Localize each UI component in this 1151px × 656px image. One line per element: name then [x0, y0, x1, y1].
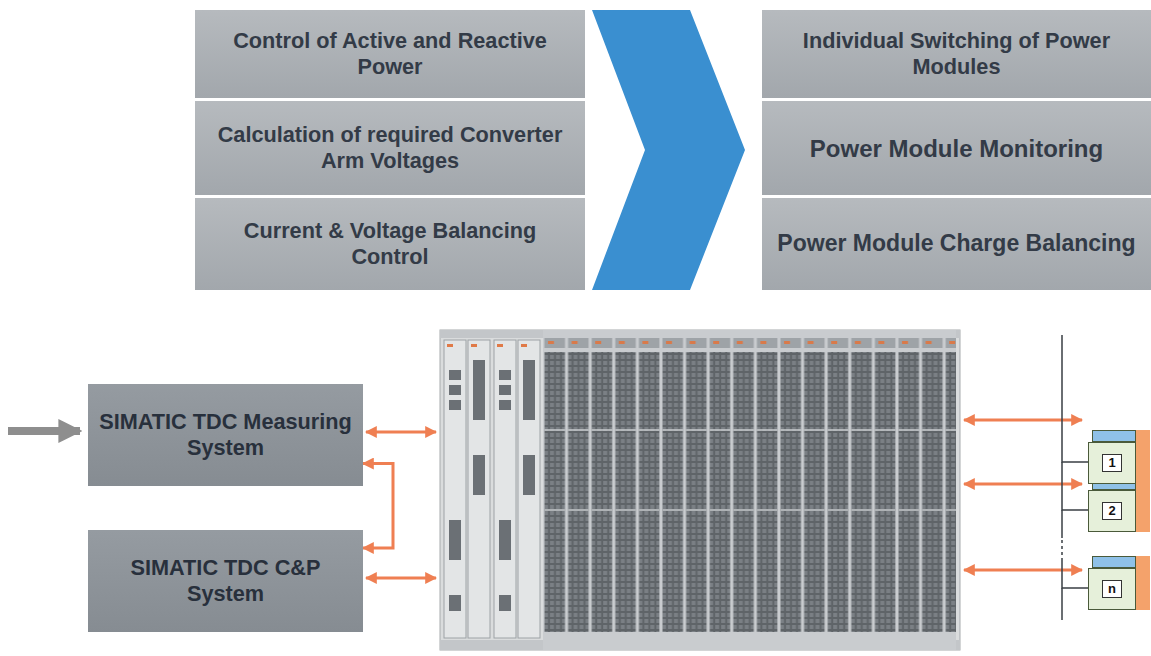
- module-cap: [1092, 430, 1136, 442]
- box-label: 2: [1102, 502, 1122, 520]
- converter-rack: [440, 330, 960, 650]
- box-label: SIMATIC TDC Measuring System: [88, 409, 363, 461]
- power-module: 1: [1088, 442, 1136, 484]
- box-label: Control of Active and Reactive Power: [195, 28, 585, 80]
- function-box: Power Module Charge Balancing: [762, 198, 1151, 290]
- system-box: SIMATIC TDC Measuring System: [88, 384, 363, 486]
- link-arrow: [366, 420, 1082, 578]
- box-label: Power Module Charge Balancing: [767, 230, 1145, 258]
- connectors: [363, 464, 393, 548]
- box-label: Calculation of required Converter Arm Vo…: [195, 122, 585, 174]
- function-box: Control of Active and Reactive Power: [195, 10, 585, 98]
- module-wiring: [1062, 335, 1088, 620]
- power-module: 2: [1088, 490, 1136, 532]
- function-box: Individual Switching of Power Modules: [762, 10, 1151, 98]
- system-box: SIMATIC TDC C&P System: [88, 530, 363, 632]
- box-label: Individual Switching of Power Modules: [762, 28, 1151, 80]
- box-label: Power Module Monitoring: [800, 134, 1113, 163]
- function-box: Power Module Monitoring: [762, 101, 1151, 195]
- module-cap: [1092, 556, 1136, 568]
- power-module: n: [1088, 568, 1136, 610]
- process-chevron: [592, 10, 745, 290]
- box-label: Current & Voltage Balancing Control: [195, 218, 585, 270]
- box-label: 1: [1102, 454, 1122, 472]
- function-box: Current & Voltage Balancing Control: [195, 198, 585, 290]
- module-side: [1136, 556, 1150, 610]
- function-box: Calculation of required Converter Arm Vo…: [195, 101, 585, 195]
- box-label: SIMATIC TDC C&P System: [88, 555, 363, 607]
- box-label: n: [1102, 580, 1122, 598]
- input-arrow: [8, 427, 80, 435]
- link-connector: [363, 464, 393, 548]
- module-side: [1136, 478, 1150, 532]
- module-side: [1136, 430, 1150, 484]
